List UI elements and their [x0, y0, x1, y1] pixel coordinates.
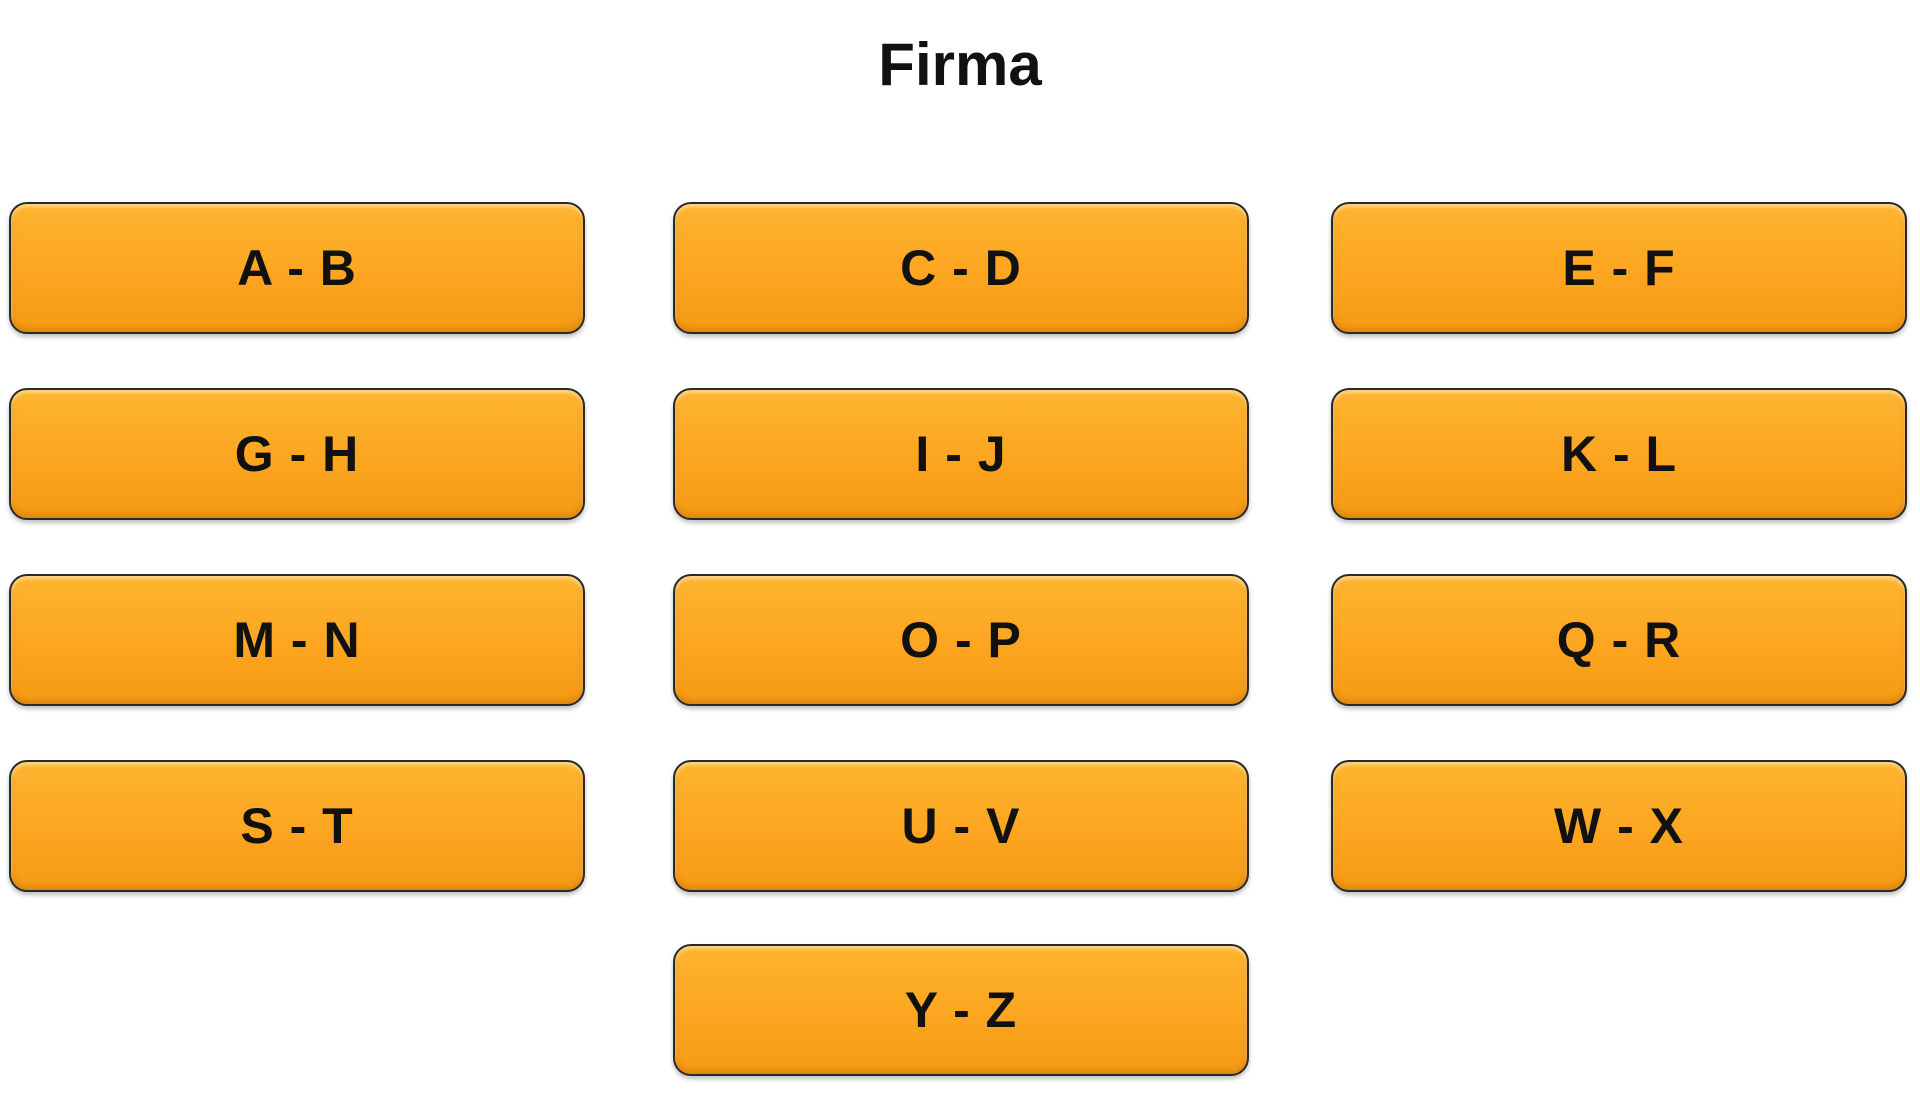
button-label: A - B: [237, 240, 357, 296]
button-c-d[interactable]: C - D: [673, 202, 1249, 334]
button-label: Q - R: [1556, 612, 1682, 668]
button-label: W - X: [1554, 798, 1684, 854]
button-label: S - T: [240, 798, 354, 854]
button-label: U - V: [901, 798, 1021, 854]
button-label: G - H: [234, 426, 360, 482]
button-label: O - P: [900, 612, 1022, 668]
button-m-n[interactable]: M - N: [9, 574, 585, 706]
button-a-b[interactable]: A - B: [9, 202, 585, 334]
button-label: M - N: [233, 612, 361, 668]
button-w-x[interactable]: W - X: [1331, 760, 1907, 892]
button-label: C - D: [900, 240, 1022, 296]
button-y-z[interactable]: Y - Z: [673, 944, 1249, 1076]
button-s-t[interactable]: S - T: [9, 760, 585, 892]
button-label: Y - Z: [904, 982, 1018, 1038]
button-i-j[interactable]: I - J: [673, 388, 1249, 520]
button-label: I - J: [915, 426, 1007, 482]
button-g-h[interactable]: G - H: [9, 388, 585, 520]
button-u-v[interactable]: U - V: [673, 760, 1249, 892]
button-label: K - L: [1560, 426, 1678, 482]
button-o-p[interactable]: O - P: [673, 574, 1249, 706]
button-e-f[interactable]: E - F: [1331, 202, 1907, 334]
button-k-l[interactable]: K - L: [1331, 388, 1907, 520]
button-label: E - F: [1562, 240, 1676, 296]
page-title: Firma: [878, 31, 1042, 98]
button-q-r[interactable]: Q - R: [1331, 574, 1907, 706]
